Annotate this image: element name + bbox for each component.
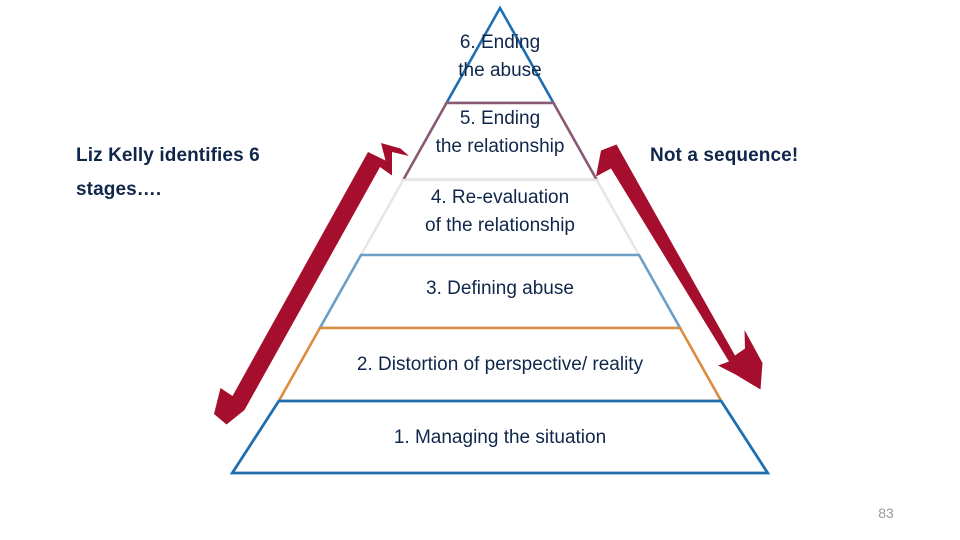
pyramid-tier-3-shape[interactable] — [317, 253, 683, 330]
pyramid-tier-1-shape[interactable] — [229, 399, 771, 475]
upward-progress-arrow — [214, 143, 409, 425]
pyramid-tier-4-shape[interactable] — [358, 178, 642, 257]
left-annotation-text: Liz Kelly identifies 6 stages…. — [76, 145, 260, 200]
pyramid-tier-2-shape[interactable] — [276, 326, 724, 403]
downward-regress-arrow — [596, 144, 763, 390]
page-number: 83 — [878, 505, 894, 521]
pyramid-tier-6-shape[interactable] — [444, 5, 556, 105]
pyramid-tier-5-shape[interactable] — [400, 101, 600, 182]
right-annotation-text: Not a sequence! — [650, 145, 799, 166]
